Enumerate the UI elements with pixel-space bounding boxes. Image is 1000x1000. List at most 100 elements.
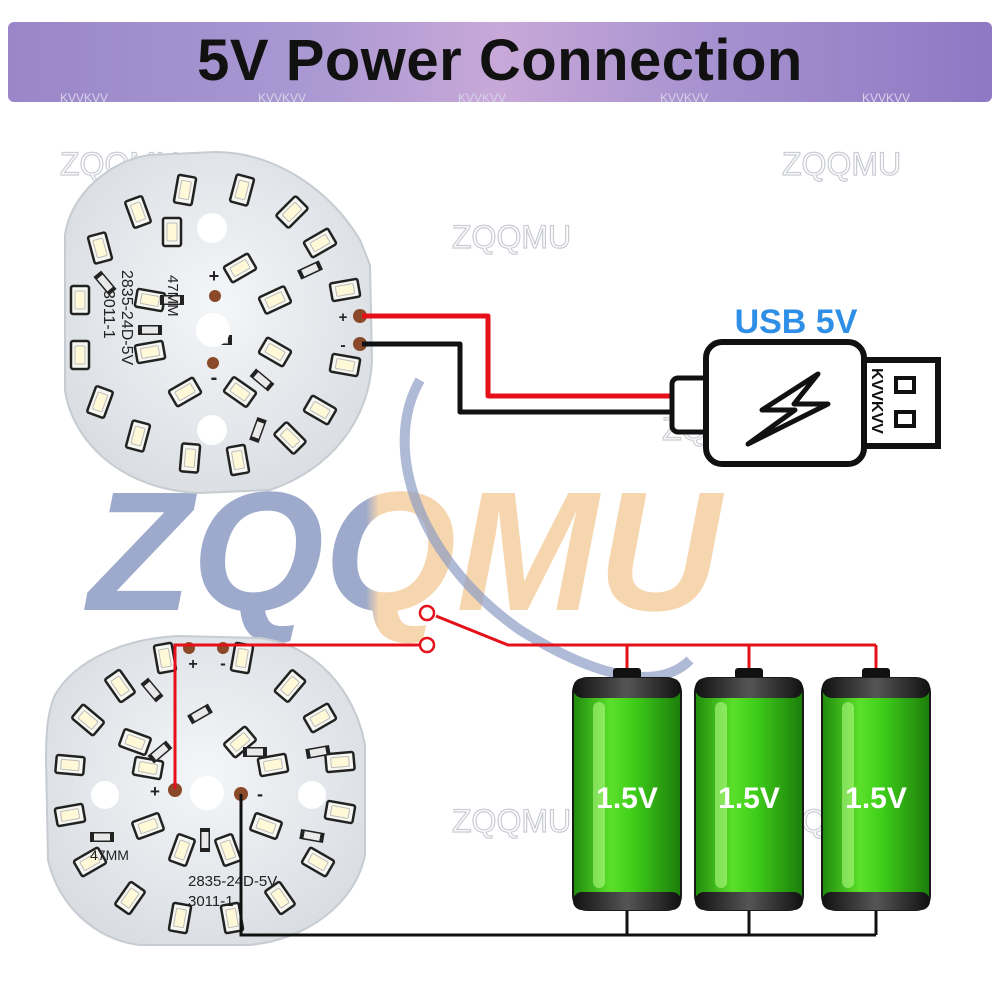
usb-plug-icon: KVVKVV xyxy=(669,339,941,467)
small-watermark-row: KVVKVV KVVKVV KVVKVV KVVKVV KVVKVV xyxy=(60,91,910,105)
board-code-label: 3011-1 xyxy=(188,893,234,910)
usb-pin-slot xyxy=(894,376,916,394)
resistor xyxy=(200,828,210,852)
led-chip xyxy=(214,833,242,867)
battery-highlight xyxy=(715,702,727,888)
led-chip xyxy=(53,802,87,828)
led-chip xyxy=(104,668,136,704)
led-chip xyxy=(328,277,362,303)
plus-marking: + xyxy=(188,656,197,673)
switch-contact xyxy=(418,604,436,622)
battery: 1.5V xyxy=(821,668,931,911)
resistor xyxy=(249,368,275,392)
led-chip xyxy=(275,195,309,229)
battery-voltage-label: 1.5V xyxy=(845,782,907,815)
led-chip xyxy=(178,442,202,474)
resistor xyxy=(93,270,117,296)
led-chip xyxy=(225,443,251,477)
board-model-label: 2835-24D-5V xyxy=(118,270,135,366)
led-chip xyxy=(69,339,91,371)
wire-pad-positive xyxy=(168,783,182,797)
small-watermark: KVVKVV xyxy=(258,91,306,105)
led-chip xyxy=(167,901,193,935)
resistor xyxy=(160,295,184,305)
led-board-top: + - + - 47MM 2835-24D-5V 3011-1 xyxy=(64,150,374,495)
resistor xyxy=(249,417,267,443)
mount-hole xyxy=(196,313,230,347)
resistor xyxy=(147,740,173,764)
plus-marking: + xyxy=(209,266,220,286)
usb-brand-label: KVVKVV xyxy=(868,368,885,434)
watermark-swoosh xyxy=(399,377,694,682)
switch-contact xyxy=(418,636,436,654)
minus-marking: - xyxy=(211,367,218,389)
led-chip xyxy=(152,641,178,675)
resistor xyxy=(297,260,323,280)
usb-connector xyxy=(861,357,941,449)
solder-pad-positive xyxy=(209,290,221,302)
led-chip xyxy=(131,812,165,840)
battery-voltage-label: 1.5V xyxy=(718,782,780,815)
usb-label: USB 5V xyxy=(735,303,858,341)
solder-pad-negative xyxy=(207,357,219,369)
led-chip xyxy=(324,750,356,774)
small-watermark: KVVKVV xyxy=(60,91,108,105)
switch-icon xyxy=(418,604,436,654)
wire-pad-positive xyxy=(353,309,367,323)
resistor xyxy=(243,747,267,757)
resistor-group xyxy=(93,260,323,443)
lightning-bolt-icon xyxy=(745,371,831,447)
battery: 1.5V xyxy=(572,668,682,911)
led-chip xyxy=(257,336,293,368)
brand-watermark: ZQQMU xyxy=(452,803,571,839)
plus-marking: + xyxy=(339,309,348,326)
battery-highlight xyxy=(842,702,854,888)
title-banner: 5V Power Connection xyxy=(8,22,992,102)
led-group xyxy=(69,173,362,477)
plus-marking: + xyxy=(150,782,160,801)
battery-voltage-label: 1.5V xyxy=(596,782,658,815)
led-chip xyxy=(302,702,338,734)
mount-hole xyxy=(298,781,326,809)
battery-base xyxy=(695,892,803,910)
led-chip xyxy=(302,227,338,259)
board-size-label: 47MM xyxy=(164,275,181,317)
led-chip xyxy=(118,728,152,756)
led-chip xyxy=(222,376,258,408)
led-chip xyxy=(249,812,283,840)
battery-base xyxy=(822,892,930,910)
led-chip xyxy=(223,725,257,759)
brand-watermark: ZQQMU xyxy=(782,146,901,182)
board-size-label: 47MM xyxy=(90,847,129,863)
led-chip xyxy=(133,339,167,365)
usb-wires xyxy=(362,313,676,415)
led-chip xyxy=(172,173,198,207)
negative-wire xyxy=(362,341,676,415)
battery-highlight xyxy=(593,702,605,888)
board-model-label: 2835-24D-5V xyxy=(188,873,277,890)
led-chip xyxy=(124,195,152,229)
led-chip xyxy=(161,216,183,248)
resistor xyxy=(305,744,331,760)
mount-hole xyxy=(91,781,119,809)
led-chip xyxy=(72,846,108,878)
mount-hole xyxy=(197,415,227,445)
minus-marking: - xyxy=(257,784,263,804)
led-chip xyxy=(328,352,362,378)
led-chip xyxy=(54,753,86,777)
resistor xyxy=(140,677,164,703)
negative-wire xyxy=(239,794,876,937)
led-chip xyxy=(86,231,114,265)
led-chip xyxy=(273,669,307,703)
usb-pin-slot xyxy=(894,410,916,428)
led-chip xyxy=(124,419,152,453)
led-chip xyxy=(228,173,256,207)
led-chip xyxy=(131,755,165,781)
resistor xyxy=(138,325,162,335)
small-watermark: KVVKVV xyxy=(862,91,910,105)
led-chip xyxy=(114,880,146,916)
led-chip xyxy=(302,394,338,426)
led-chip xyxy=(71,703,105,737)
page-title: 5V Power Connection xyxy=(197,27,803,93)
